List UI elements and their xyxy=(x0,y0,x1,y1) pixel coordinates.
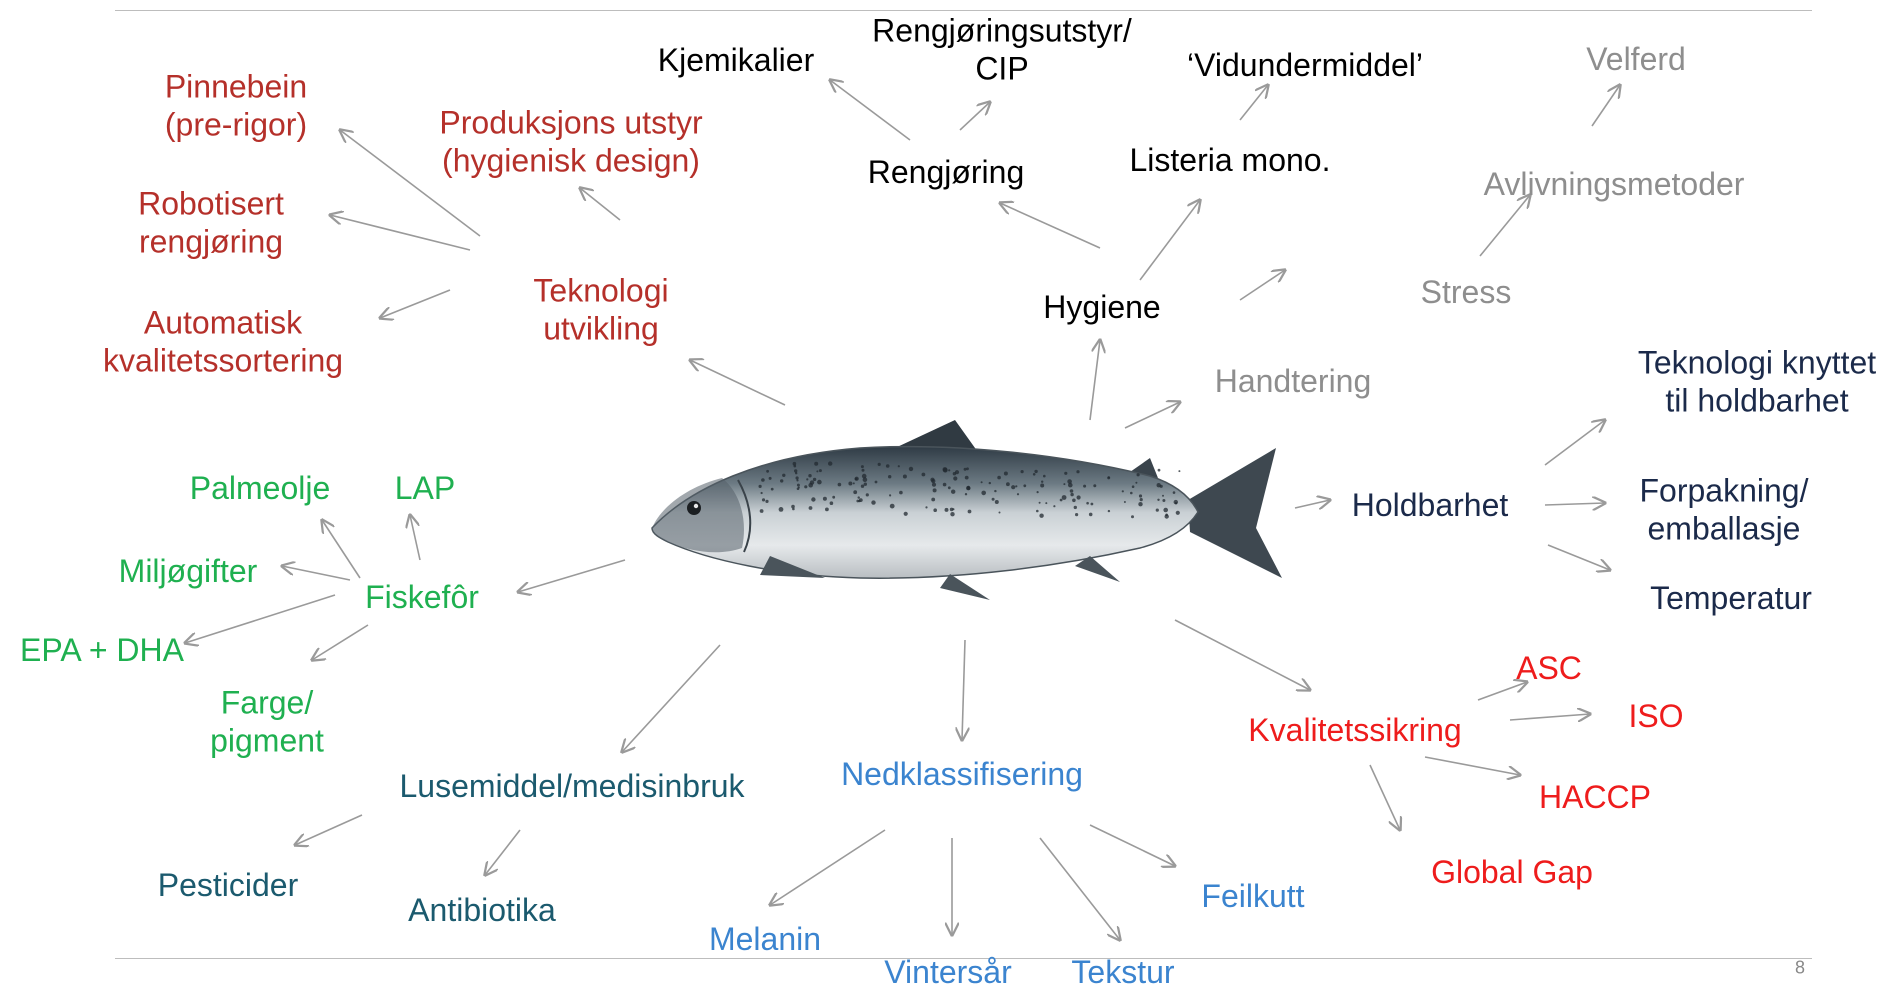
node-iso: ISO xyxy=(1628,697,1683,735)
node-teknologi-utvikling: Teknologi utvikling xyxy=(533,272,668,349)
node-teknologi-holdbarhet: Teknologi knyttet til holdbarhet xyxy=(1638,344,1876,421)
node-holdbarhet: Holdbarhet xyxy=(1352,486,1509,524)
page-number: 8 xyxy=(1795,958,1805,979)
node-farge-pigment: Farge/ pigment xyxy=(210,684,324,761)
node-pesticider: Pesticider xyxy=(158,866,299,904)
node-epa-dha: EPA + DHA xyxy=(20,631,184,669)
node-palmeolje: Palmeolje xyxy=(190,469,331,507)
node-rengjoringsutstyr-cip: Rengjøringsutstyr/ CIP xyxy=(872,12,1132,89)
node-melanin: Melanin xyxy=(709,920,821,958)
node-rengjoring: Rengjøring xyxy=(868,153,1025,191)
node-forpakning-emballasje: Forpakning/ emballasje xyxy=(1640,472,1809,549)
node-avlivningsmetoder: Avlivningsmetoder xyxy=(1484,165,1745,203)
node-global-gap: Global Gap xyxy=(1431,853,1593,891)
node-produksjons-utstyr: Produksjons utstyr (hygienisk design) xyxy=(439,104,702,181)
node-velferd: Velferd xyxy=(1586,40,1686,78)
node-nedklassifisering: Nedklassifisering xyxy=(841,755,1083,793)
node-kjemikalier: Kjemikalier xyxy=(658,41,814,79)
node-miljogifter: Miljøgifter xyxy=(119,552,258,590)
pelvic-fin xyxy=(940,574,990,600)
node-temperatur: Temperatur xyxy=(1650,579,1812,617)
tail-fin xyxy=(1188,448,1282,578)
node-tekstur: Tekstur xyxy=(1071,953,1174,991)
node-antibiotika: Antibiotika xyxy=(408,891,556,929)
node-asc: ASC xyxy=(1516,649,1582,687)
node-handtering: Handtering xyxy=(1215,362,1372,400)
node-fiskefor: Fiskefôr xyxy=(365,578,479,616)
node-listeria-mono: Listeria mono. xyxy=(1130,141,1331,179)
node-hygiene: Hygiene xyxy=(1043,288,1160,326)
node-kvalitetssikring: Kvalitetssikring xyxy=(1248,711,1461,749)
node-haccp: HACCP xyxy=(1539,778,1651,816)
salmon-eye xyxy=(687,501,701,515)
node-automatisk-kvalitetssortering: Automatisk kvalitetssortering xyxy=(103,304,343,381)
node-vintersar: Vintersår xyxy=(884,953,1011,991)
node-feilkutt: Feilkutt xyxy=(1201,877,1304,915)
node-stress: Stress xyxy=(1421,273,1512,311)
node-lusemiddel-medisinbruk: Lusemiddel/medisinbruk xyxy=(399,767,744,805)
node-vidundermiddel: ‘Vidundermiddel’ xyxy=(1187,46,1423,84)
node-pinnebein: Pinnebein (pre-rigor) xyxy=(165,68,307,145)
node-lap: LAP xyxy=(395,469,455,507)
node-robotisert-rengjoring: Robotisert rengjøring xyxy=(138,185,284,262)
